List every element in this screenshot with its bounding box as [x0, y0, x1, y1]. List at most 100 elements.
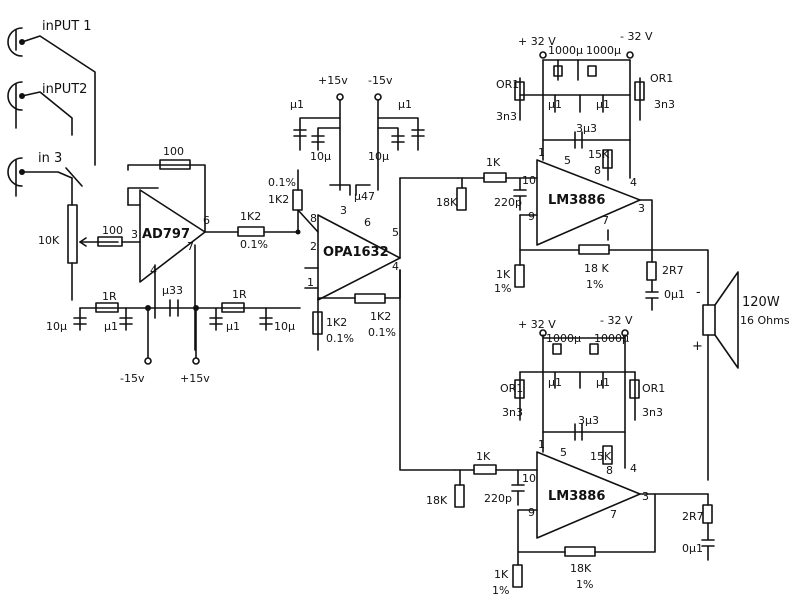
label-cap-1000-b: 1000µ	[586, 44, 621, 57]
label-r-fb: 100	[163, 145, 184, 158]
label-speaker-ohms: 16 Ohms	[740, 314, 790, 327]
label-r-2r7-a: 2R7	[662, 264, 684, 277]
label-lm-a-pin9: 9	[528, 210, 535, 223]
label-r-or1-a: OR1	[496, 78, 519, 91]
label-tol-d: 0.1%	[368, 326, 396, 339]
label-cap-u1-e: µ1	[548, 98, 562, 111]
label-pos15-top: +15v	[318, 74, 348, 87]
label-cap-10u-b: 10µ	[368, 150, 389, 163]
label-lm-b-pin5: 5	[560, 446, 567, 459]
label-ad797-pin4: 4	[150, 264, 157, 277]
label-cap-u1-a: µ1	[290, 98, 304, 111]
label-r-15k-b: 15K	[590, 450, 612, 463]
label-cap-3u3-b: 3µ3	[578, 414, 599, 427]
label-tol-b: 0.1%	[268, 176, 296, 189]
label-opa-pin8: 8	[310, 212, 317, 225]
label-cap-u1-h: µ1	[548, 376, 562, 389]
label-cap-u33: µ33	[162, 284, 183, 297]
label-r-1k2-c: 1K2	[326, 316, 347, 329]
label-speaker-minus: -	[696, 285, 701, 300]
label-lm-a-pin1: 1	[538, 146, 545, 159]
label-pos15-bot: +15v	[180, 372, 210, 385]
label-ad797-pin7: 7	[187, 240, 194, 253]
label-r-18k-b: 18K	[426, 494, 448, 507]
label-cap-220p-b: 220p	[484, 492, 512, 505]
opa1632-driver	[292, 169, 456, 471]
label-cap-1000-c: 1000µ	[546, 332, 581, 345]
label-tol-1-a: 1%	[586, 278, 603, 291]
label-opa-pin1: 1	[307, 276, 314, 289]
label-r-1k-a: 1K	[486, 156, 501, 169]
label-ad797-pin6: 6	[203, 214, 210, 227]
label-lm-b-pin8: 8	[606, 464, 613, 477]
label-cap-3u3-a: 3µ3	[576, 122, 597, 135]
label-opa-pin2: 2	[310, 240, 317, 253]
label-lm3886-b: LM3886	[548, 489, 605, 504]
label-r-18k-fb-a: 18 K	[584, 262, 609, 275]
label-cap-u1-g: 0µ1	[664, 288, 685, 301]
label-lm-a-pin8: 8	[594, 164, 601, 177]
label-lm-b-pin3: 3	[642, 490, 649, 503]
label-opa-pin5: 5	[392, 226, 399, 239]
label-cap-u1-j: 0µ1	[682, 542, 703, 555]
label-tol-c: 0.1%	[326, 332, 354, 345]
label-input1: inPUT 1	[42, 19, 92, 34]
label-r-1k2-a: 1K2	[240, 210, 261, 223]
label-lm-b-pin7: 7	[610, 508, 617, 521]
label-lm-b-pin1: 1	[538, 438, 545, 451]
label-r-18k-a: 18K	[436, 196, 458, 209]
label-cap-u1-c: µ1	[104, 320, 118, 333]
label-ad797-pin3: 3	[131, 228, 138, 241]
label-cap-3n3-b: 3n3	[654, 98, 675, 111]
label-opa-pin4: 4	[392, 260, 399, 273]
label-lm-b-pin4: 4	[630, 462, 637, 475]
label-r-1k2-d: 1K2	[370, 310, 391, 323]
label-tol-1-b: 1%	[494, 282, 511, 295]
label-r-1k-gnd-a: 1K	[496, 268, 511, 281]
lm3886-bottom	[454, 329, 656, 588]
label-opa-pin6: 6	[364, 216, 371, 229]
label-lm-a-pin4: 4	[630, 176, 637, 189]
label-cap-3n3-d: 3n3	[642, 406, 663, 419]
label-r-in: 100	[102, 224, 123, 237]
label-cap-u1-i: µ1	[596, 376, 610, 389]
label-cap-10u-d: 10µ	[274, 320, 295, 333]
label-lm-b-pin9: 9	[528, 506, 535, 519]
label-r-1r-b: 1R	[232, 288, 247, 301]
lm3886-top	[456, 51, 653, 288]
label-cap-u1-b: µ1	[398, 98, 412, 111]
input-jack-2	[7, 81, 73, 136]
label-r-1k2-b: 1K2	[268, 193, 289, 206]
label-lm-a-pin5: 5	[564, 154, 571, 167]
input-jack-1	[7, 27, 96, 166]
label-r-1k-gnd-b: 1K	[494, 568, 509, 581]
label-neg15-bot: -15v	[120, 372, 145, 385]
label-neg32-a: - 32 V	[620, 30, 653, 43]
label-cap-u47: µ47	[354, 190, 375, 203]
input-jack-3	[7, 157, 83, 206]
label-lm-b-pin10: 10	[522, 472, 536, 485]
label-cap-u1-d: µ1	[226, 320, 240, 333]
label-neg15-top: -15v	[368, 74, 393, 87]
label-r-18k-fb-b: 18K	[570, 562, 592, 575]
label-lm-a-pin3: 3	[638, 202, 645, 215]
speaker	[702, 271, 739, 481]
label-lm3886-a: LM3886	[548, 193, 605, 208]
label-cap-10u-a: 10µ	[310, 150, 331, 163]
label-tol-1-d: 1%	[492, 584, 509, 597]
label-speaker-power: 120W	[742, 295, 780, 310]
label-cap-10u-c: 10µ	[46, 320, 67, 333]
label-r-or1-c: OR1	[500, 382, 523, 395]
label-ad797: AD797	[142, 227, 190, 242]
label-input2: inPUT2	[42, 82, 87, 97]
ad797-opamp	[127, 164, 206, 351]
label-pot: 10K	[38, 234, 60, 247]
label-opa1632: OPA1632	[323, 245, 389, 260]
label-cap-1000-d: 1000µ	[594, 332, 629, 345]
label-input3: in 3	[38, 151, 62, 166]
label-r-or1-b: OR1	[650, 72, 673, 85]
label-cap-u1-f: µ1	[596, 98, 610, 111]
label-pos32-a: + 32 V	[518, 35, 556, 48]
